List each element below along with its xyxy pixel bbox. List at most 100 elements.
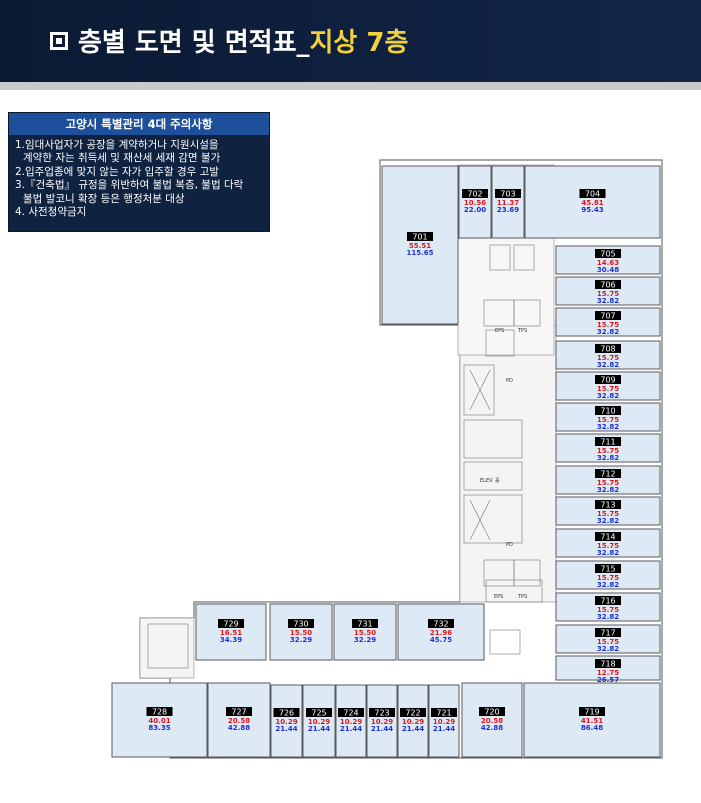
unit-room[interactable] [270, 684, 303, 758]
unit-number: 704 [585, 190, 600, 199]
unit-area-pyeong: 15.75 [597, 638, 619, 646]
unit-number-tag [595, 437, 621, 446]
unit-number: 725 [311, 709, 326, 718]
unit-area-pyeong: 15.50 [290, 629, 312, 637]
unit-number: 705 [600, 250, 615, 259]
unit-room[interactable] [366, 684, 398, 758]
unit-room[interactable] [461, 682, 523, 758]
unit-area-pyeong: 15.75 [597, 290, 619, 298]
unit-area-sqm: 34.39 [220, 636, 242, 644]
unit-area-sqm: 95.43 [581, 206, 603, 214]
unit-number: 718 [600, 660, 615, 669]
unit-area-sqm: 32.82 [597, 581, 619, 589]
unit-number-tag [306, 708, 332, 717]
unit-room[interactable] [195, 603, 267, 661]
label-pd-2: PD [506, 542, 513, 548]
unit-area-sqm: 115.65 [406, 249, 433, 257]
unit-room[interactable] [397, 603, 485, 661]
label-elev: ELEV. 홀 [480, 477, 500, 484]
unit-room[interactable] [269, 603, 333, 661]
unit-area-sqm: 45.75 [430, 636, 452, 644]
unit-number: 708 [600, 345, 615, 354]
unit-area-sqm: 21.44 [275, 725, 297, 733]
unit-room[interactable] [523, 682, 661, 758]
unit-number-tag [226, 707, 252, 716]
unit-area-sqm: 86.48 [581, 724, 603, 732]
unit-number: 712 [600, 470, 615, 479]
unit-area-pyeong: 41.51 [581, 717, 603, 725]
unit-number-tag [338, 708, 364, 717]
unit-room[interactable] [428, 684, 460, 758]
unit-area-pyeong: 15.75 [597, 416, 619, 424]
unit-number: 707 [600, 312, 615, 321]
unit-number: 726 [279, 709, 294, 718]
unit-room[interactable] [335, 684, 367, 758]
unit-area-sqm: 32.82 [597, 517, 619, 525]
unit-number-tag [595, 659, 621, 668]
unit-room[interactable] [397, 684, 429, 758]
unit-room[interactable] [333, 603, 397, 661]
unit-number-tag [595, 280, 621, 289]
notice-line-1: 1.임대사업자가 공장을 계약하거나 지원시설을 [15, 139, 219, 151]
unit-area-pyeong: 20.58 [228, 717, 250, 725]
unit-number: 702 [467, 190, 482, 199]
core-details [147, 244, 543, 669]
unit-area-sqm: 32.82 [597, 645, 619, 653]
unit-room[interactable] [555, 528, 661, 558]
unit-area-pyeong: 16.51 [220, 629, 242, 637]
unit-room[interactable] [207, 682, 271, 758]
unit-number-tag [495, 189, 521, 198]
unit-number: 711 [600, 438, 615, 447]
unit-number-tag [595, 469, 621, 478]
unit-number-tag [431, 708, 457, 717]
unit-room[interactable] [555, 340, 661, 370]
unit-room[interactable] [381, 165, 459, 325]
unit-area-sqm: 32.82 [597, 392, 619, 400]
unit-area-sqm: 32.82 [597, 549, 619, 557]
unit-room[interactable] [302, 684, 336, 758]
unit-room[interactable] [458, 165, 492, 239]
unit-number: 706 [600, 281, 615, 290]
unit-area-pyeong: 10.29 [340, 718, 362, 726]
unit-room[interactable] [111, 682, 208, 758]
unit-number-tag [595, 500, 621, 509]
unit-room[interactable] [524, 165, 661, 239]
unit-number: 722 [405, 709, 420, 718]
unit-number-tag [595, 249, 621, 258]
unit-area-sqm: 32.82 [597, 613, 619, 621]
unit-room[interactable] [491, 165, 525, 239]
unit-number-tag [595, 628, 621, 637]
